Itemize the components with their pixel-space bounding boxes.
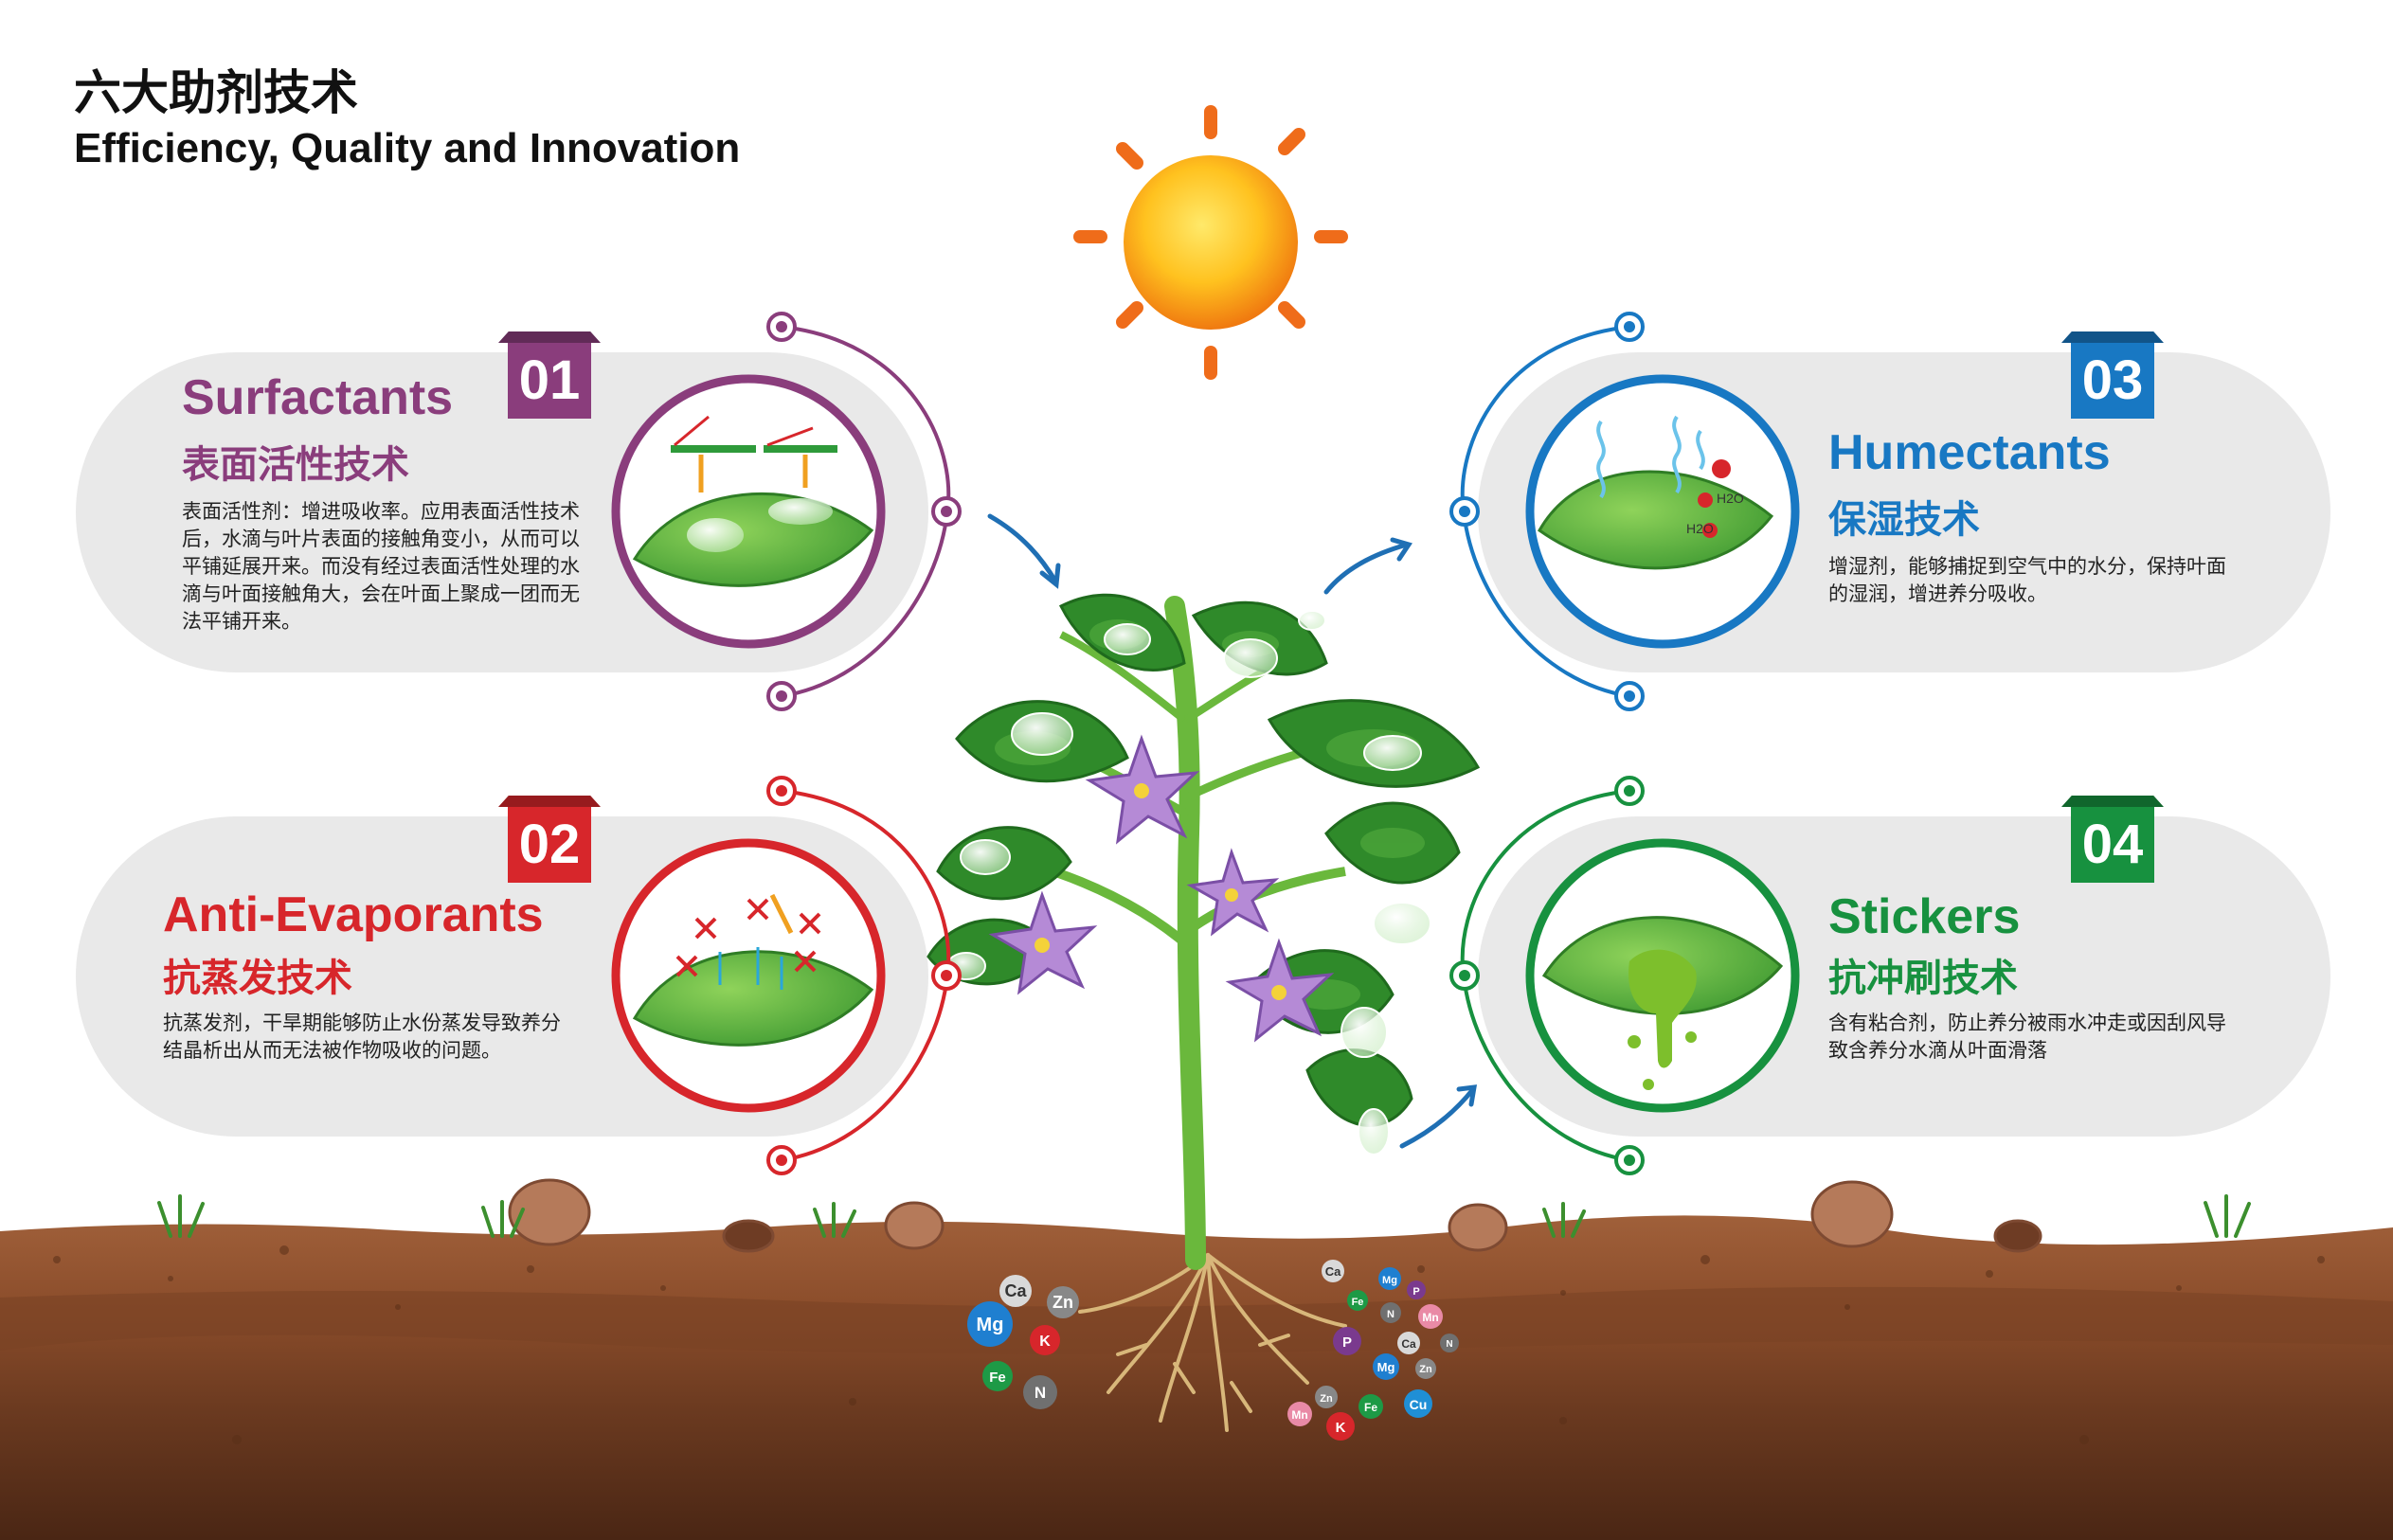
- card-description: 含有粘合剂，防止养分被雨水冲走或因刮风导致含养分水滴从叶面滑落: [1828, 1012, 2226, 1062]
- card-title-en: Humectants: [1828, 425, 2111, 480]
- nutrient-label: N: [1035, 1384, 1046, 1402]
- card-title-cn: 保湿技术: [1828, 498, 1980, 542]
- plant-illustration: [927, 593, 1481, 1270]
- card-number-01: 01: [508, 341, 591, 419]
- card-title-en: Anti-Evaporants: [163, 887, 544, 942]
- card-number-02: 02: [508, 805, 591, 883]
- page-title-cn: 六大助剂技术: [74, 65, 358, 120]
- card-description: 抗蒸发剂，干旱期能够防止水份蒸发导致养分结晶析出从而无法被作物吸收的问题。: [163, 1012, 561, 1062]
- nutrient-label: Zn: [1419, 1364, 1432, 1375]
- nutrients-right: Ca Mg P Fe N Mn P Ca N Mg Zn Mn Zn Fe Cu…: [1287, 1260, 1459, 1441]
- leaf-icon: H2O H2O: [611, 374, 1800, 1113]
- molecule-label: H2O: [1686, 521, 1714, 536]
- nutrient-label: Mn: [1291, 1408, 1307, 1422]
- nutrient-label: Fe: [1364, 1401, 1377, 1414]
- card-title-cn: 抗冲刷技术: [1828, 957, 2018, 1000]
- nutrient-label: Fe: [989, 1370, 1006, 1386]
- card-title-cn: 抗蒸发技术: [163, 957, 352, 1000]
- molecule-label: H2O: [1717, 491, 1744, 506]
- sun-icon: [1073, 105, 1348, 380]
- nutrient-label: Zn: [1053, 1293, 1073, 1312]
- card-description: 表面活性剂：增进吸收率。应用表面活性技术后，水滴与叶片表面的接触角变小，从而可以…: [182, 500, 580, 633]
- nutrient-label: Cu: [1410, 1397, 1428, 1412]
- nutrient-label: K: [1336, 1420, 1346, 1436]
- water-drop-icon: [946, 610, 1431, 1155]
- card-number-03: 03: [2071, 341, 2154, 419]
- nutrient-label: K: [1039, 1334, 1051, 1350]
- card-title-cn: 表面活性技术: [182, 443, 409, 487]
- card-description: 增湿剂，能够捕捉到空气中的水分，保持叶面的湿润，增进养分吸收。: [1828, 555, 2226, 605]
- nutrient-label: P: [1342, 1334, 1352, 1351]
- card-title-en: Stickers: [1828, 889, 2021, 944]
- nutrient-label: N: [1387, 1309, 1394, 1320]
- card-number-04: 04: [2071, 805, 2154, 883]
- card-title-en: Surfactants: [182, 370, 454, 425]
- nutrient-label: Mg: [977, 1315, 1004, 1335]
- nutrient-label: Mn: [1422, 1311, 1438, 1324]
- soil-ground: [0, 1178, 2393, 1540]
- nutrient-label: Ca: [1004, 1281, 1027, 1300]
- nutrient-label: Zn: [1320, 1393, 1333, 1405]
- nutrient-label: Ca: [1325, 1264, 1341, 1279]
- nutrient-label: N: [1446, 1339, 1452, 1350]
- nutrient-label: Ca: [1401, 1337, 1416, 1351]
- page-subtitle-en: Efficiency, Quality and Innovation: [74, 125, 741, 171]
- nutrient-label: Fe: [1352, 1297, 1364, 1308]
- nutrient-label: P: [1412, 1286, 1419, 1298]
- flow-arrows: [987, 513, 1478, 1149]
- nutrient-label: Mg: [1377, 1360, 1395, 1374]
- nutrients-left: Ca Zn Mg K Fe N: [967, 1275, 1079, 1409]
- nutrient-label: Mg: [1382, 1275, 1397, 1286]
